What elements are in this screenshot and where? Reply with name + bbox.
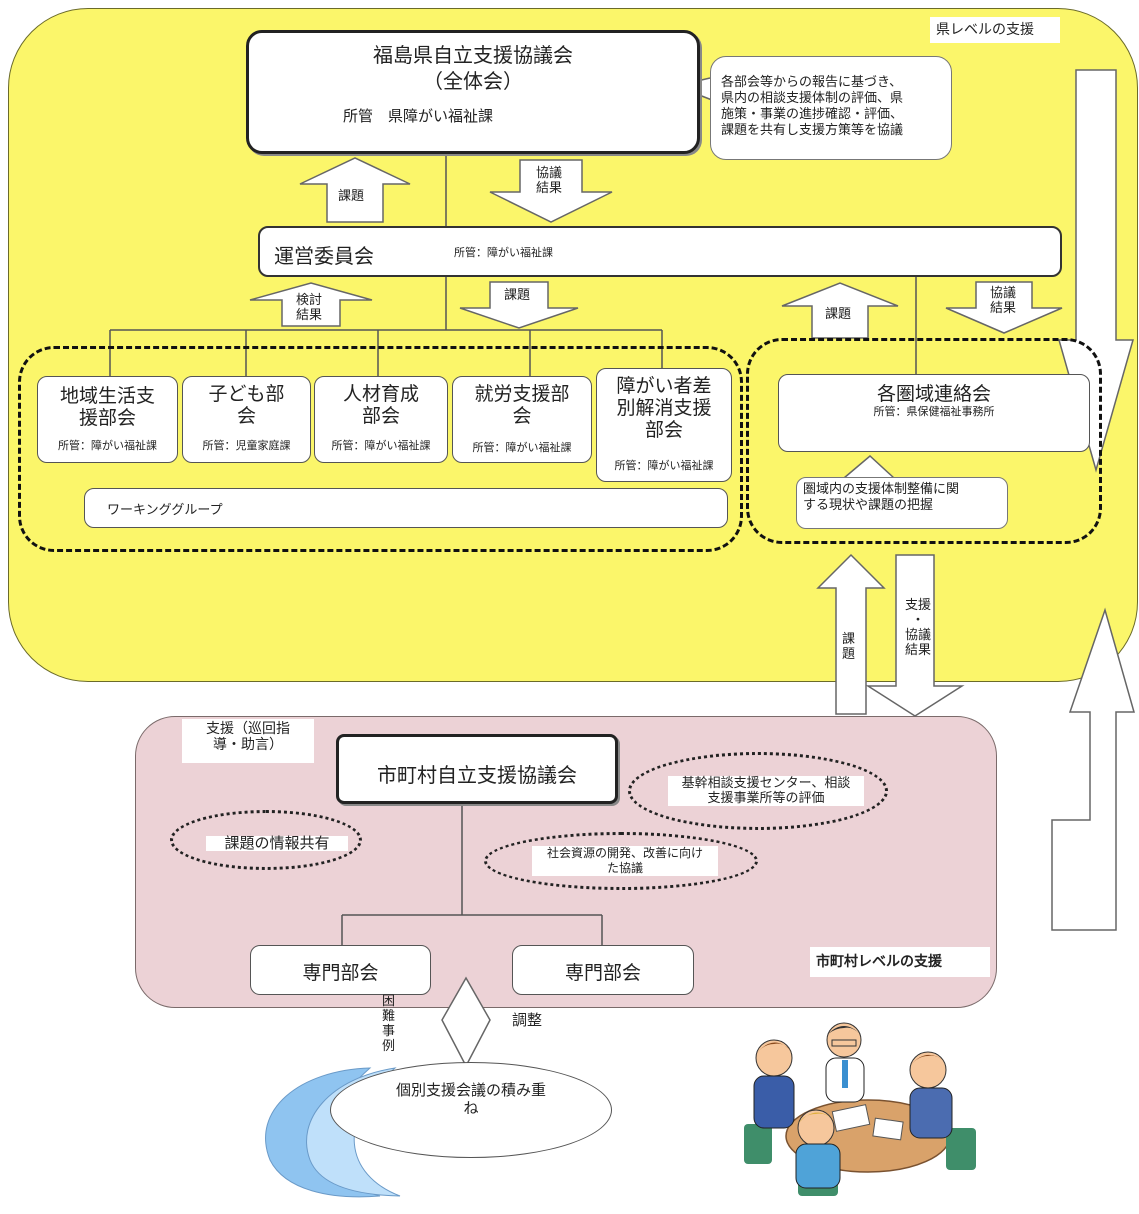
regional-note-bubble: 圏域内の支援体制整備に関 する現状や課題の把握 xyxy=(796,477,1008,529)
people-meeting-illustration xyxy=(744,1022,976,1196)
specialist-committee-1: 専門部会 xyxy=(250,945,431,995)
regional-discussion-label: 協議結果 xyxy=(990,286,1017,316)
muni-support-label: 支援・協議結果 xyxy=(904,598,931,658)
regional-issue-label: 課題 xyxy=(825,307,852,322)
subcommittee-community-life: 地域生活支 援部会 所管：障がい福祉課 xyxy=(37,376,178,463)
review-result-label: 検討結果 xyxy=(296,293,323,323)
steering-committee-title: 運営委員会 xyxy=(274,244,374,268)
regional-group xyxy=(746,338,1102,544)
working-group-label: ワーキンググループ xyxy=(107,503,223,518)
pref-council-box: 福島県自立支援協議会 （全体会） 所管 県障がい福祉課 xyxy=(246,30,700,154)
review-up-arrow xyxy=(249,282,373,327)
working-group-box: ワーキンググループ xyxy=(84,488,728,528)
discussion-down-arrow-top xyxy=(489,159,613,223)
subcommittee-employment: 就労支援部 会 所管：障がい福祉課 xyxy=(452,376,592,463)
pref-council-note-line-1: 各部会等からの報告に基づき、 xyxy=(721,75,903,90)
muni-council-title: 市町村自立支援協議会 xyxy=(377,763,577,787)
resources-oval xyxy=(484,832,758,890)
muni-issue-up-arrow xyxy=(816,553,886,715)
regional-liaison-box: 各圏域連絡会 所管：県保健福祉事務所 xyxy=(778,374,1090,452)
muni-support-down-arrow xyxy=(865,554,965,717)
coordination-label: 調整 xyxy=(512,1011,543,1029)
difficult-cases-label: 困難事例 xyxy=(382,994,396,1054)
muni-council-box: 市町村自立支援協議会 xyxy=(336,734,618,804)
pref-council-note-line-3: 施策・事業の進捗確認・評価、 xyxy=(721,107,904,122)
pref-council-title: 福島県自立支援協議会 xyxy=(373,43,573,67)
individual-meeting-ellipse: 個別支援会議の積み重 ね xyxy=(330,1062,612,1158)
info-share-text: 課題の情報共有 xyxy=(206,836,348,851)
steering-committee-box: 運営委員会 所管：障がい福祉課 xyxy=(258,226,1062,277)
specialist-committee-2: 専門部会 xyxy=(512,945,694,995)
evaluation-oval xyxy=(628,752,888,830)
muni-issue-label: 課題 xyxy=(842,632,856,662)
pref-council-note-line-2: 県内の相談支援体制の評価、県 xyxy=(721,91,904,106)
evaluation-text: 基幹相談支援センター、相談支援事業所等の評価 xyxy=(668,776,864,806)
right-up-arrow xyxy=(1051,607,1135,931)
regional-discussion-down-arrow xyxy=(945,281,1063,334)
pref-council-note-bubble: 各部会等からの報告に基づき、 県内の相談支援体制の評価、県 施策・事業の進捗確認… xyxy=(710,56,952,160)
subcommittee-group xyxy=(18,346,743,552)
pref-council-note-line-4: 課題を共有し支援方策等を協議 xyxy=(721,123,904,138)
steering-committee-jurisdiction: 所管：障がい福祉課 xyxy=(454,246,553,259)
discussion-result-label-top: 協議結果 xyxy=(536,166,563,196)
regional-liaison-jurisdiction: 所管：県保健福祉事務所 xyxy=(873,405,995,418)
subcommittee-human-resources: 人材育成 部会 所管：障がい福祉課 xyxy=(314,376,448,463)
subcommittee-children: 子ども部 会 所管：児童家庭課 xyxy=(182,376,311,463)
pref-council-subtitle: （全体会） xyxy=(423,69,523,93)
issue-down-arrow-middle xyxy=(459,281,579,329)
pref-council-jurisdiction: 所管 県障がい福祉課 xyxy=(343,107,494,125)
muni-support-tag: 支援（巡回指導・助言） xyxy=(182,719,314,763)
regional-issue-up-arrow xyxy=(781,282,899,339)
pref-level-label: 県レベルの支援 xyxy=(930,17,1060,43)
issue-up-arrow-top xyxy=(299,157,411,223)
regional-liaison-title: 各圏域連絡会 xyxy=(876,383,991,405)
issue-label-middle: 課題 xyxy=(504,288,531,303)
info-share-oval xyxy=(170,810,362,870)
subcommittee-discrimination: 障がい者差 別解消支援 部会 所管：障がい福祉課 xyxy=(596,368,732,482)
resources-text: 社会資源の開発、改善に向けた協議 xyxy=(532,846,718,876)
muni-level-label: 市町村レベルの支援 xyxy=(810,947,990,977)
coordination-diamond-arrow xyxy=(441,976,491,1068)
issue-label-top: 課題 xyxy=(338,189,365,204)
